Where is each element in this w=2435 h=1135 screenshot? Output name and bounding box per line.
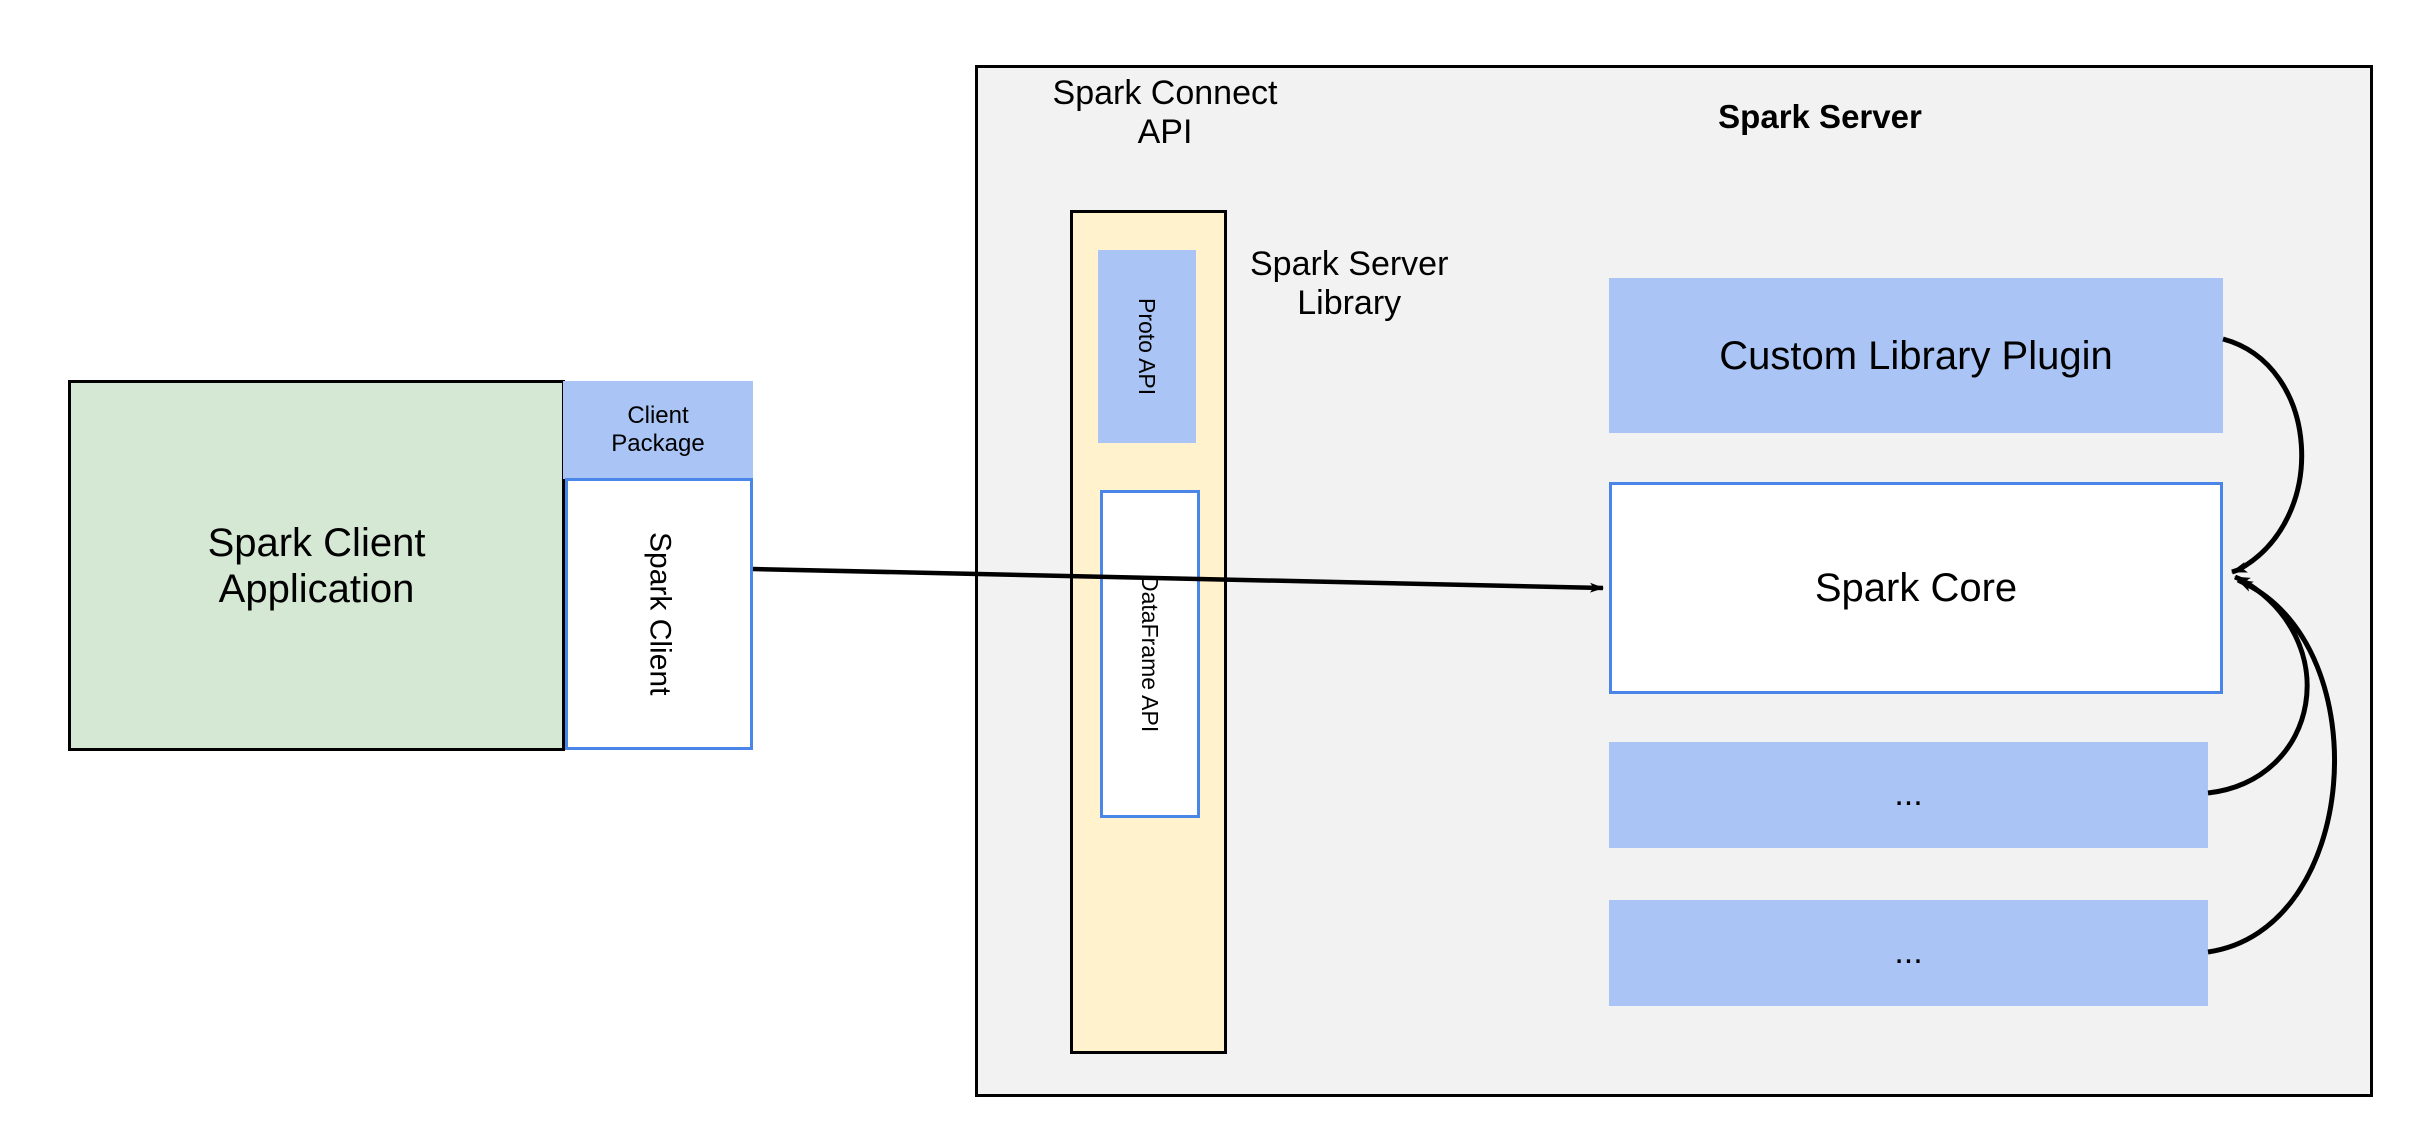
ellipsis-box-2[interactable]: ... [1609,900,2208,1006]
spark-client-application-box[interactable]: Spark Client Application [68,380,565,751]
spark-server-library-label: Spark Server Library [1250,245,1449,323]
ellipsis-box-2-label: ... [1894,933,1923,972]
spark-client-application-label: Spark Client Application [207,520,426,611]
dataframe-api-label: DataFrame API [1137,575,1164,733]
proto-api-label: Proto API [1134,297,1161,396]
spark-connect-api-label: Spark Connect API [1052,74,1278,152]
dataframe-api-box[interactable]: DataFrame API [1100,490,1200,818]
ellipsis-box-1[interactable]: ... [1609,742,2208,848]
spark-client-label: Spark Client [643,532,677,696]
spark-core-box[interactable]: Spark Core [1609,482,2223,694]
ellipsis-box-1-label: ... [1894,775,1923,814]
custom-library-plugin-label: Custom Library Plugin [1719,333,2113,378]
proto-api-box[interactable]: Proto API [1098,250,1196,443]
spark-client-box[interactable]: Spark Client [565,478,753,750]
client-package-label: Client Package [611,402,705,457]
client-package-box[interactable]: Client Package [563,381,753,479]
custom-library-plugin-box[interactable]: Custom Library Plugin [1609,278,2223,433]
spark-server-title: Spark Server [1718,98,1922,136]
spark-core-label: Spark Core [1814,566,2018,610]
